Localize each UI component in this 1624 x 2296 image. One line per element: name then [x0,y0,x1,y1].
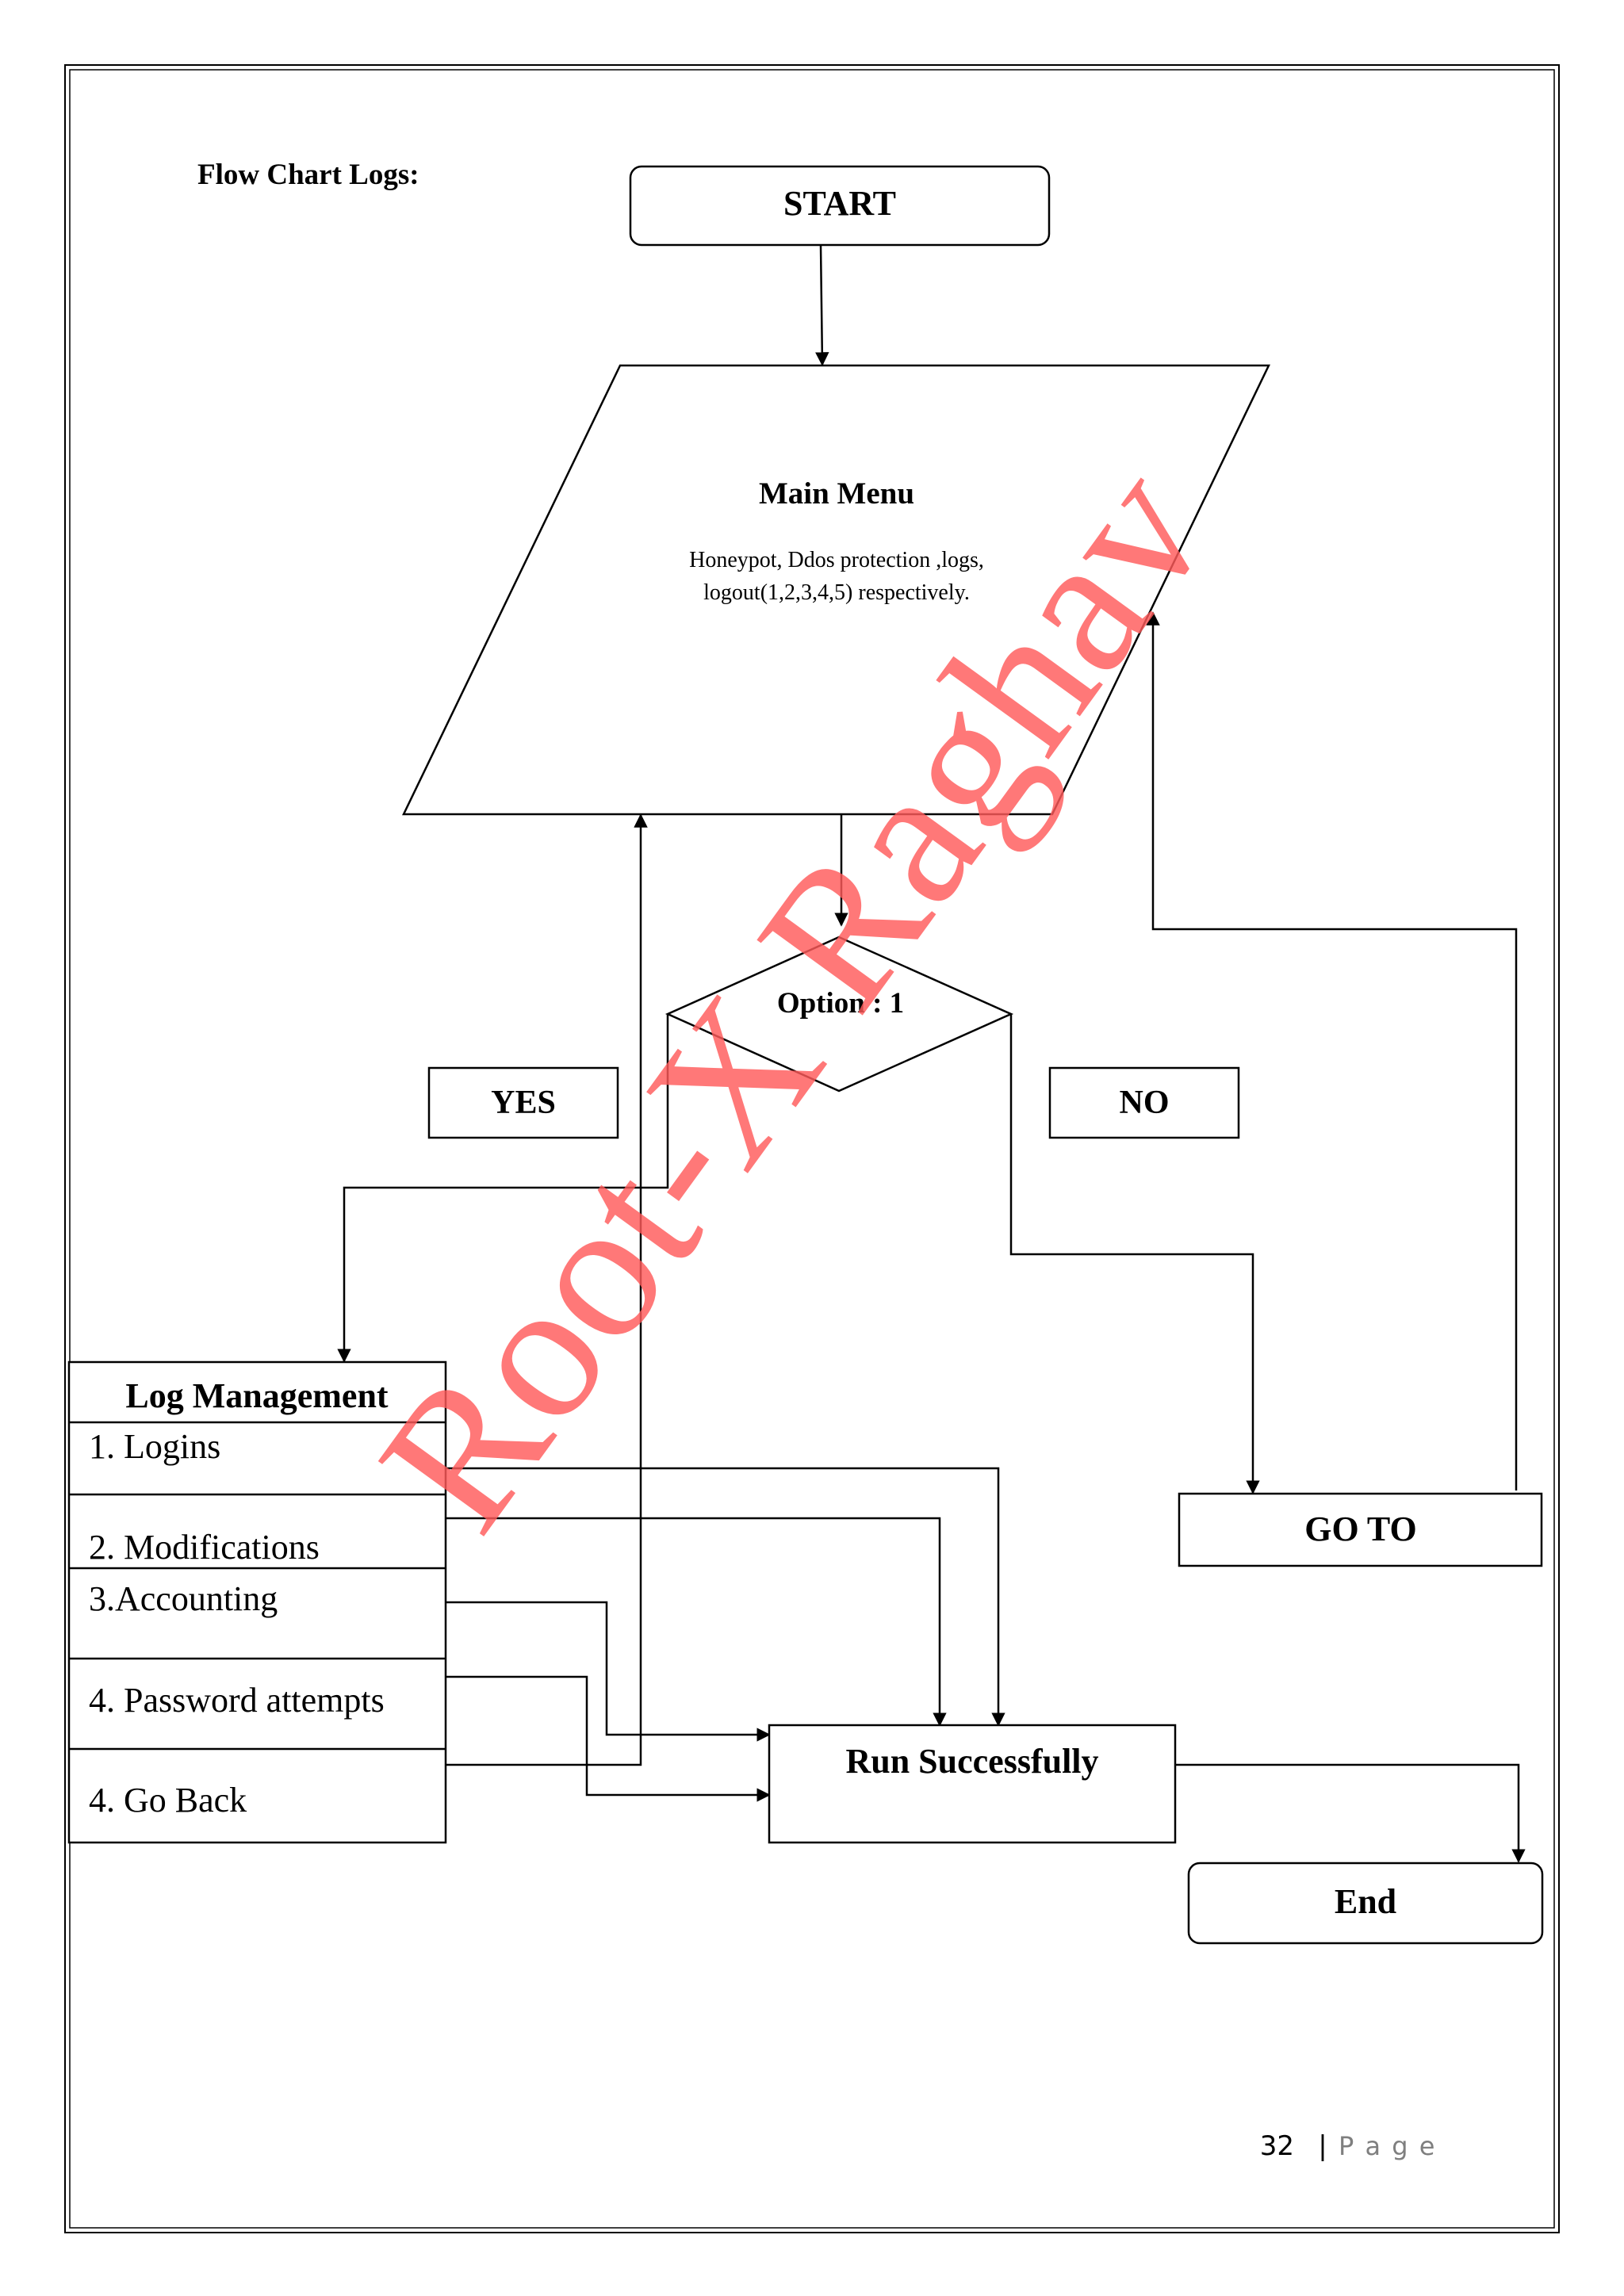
connector-goback-to-menu [446,813,648,1766]
log-management-block [67,1360,447,1844]
connector-modifications-to-run [446,1517,947,1727]
connector-no-to-goto [1009,1014,1260,1494]
connector-start-to-menu [815,244,829,366]
log-item-modifications: 2. Modifications [89,1528,320,1567]
run-successfully-label: Run Successfully [845,1742,1098,1781]
start-label: START [783,184,896,223]
connector-logins-to-run [446,1467,1005,1727]
end-label: End [1335,1882,1396,1921]
footer-page-word: P a g e [1339,2131,1436,2161]
connector-password-to-run [446,1675,771,1802]
no-label: NO [1120,1085,1170,1121]
option-decision [665,936,1014,1093]
log-item-logins: 1. Logins [89,1427,220,1466]
no-box [1048,1066,1240,1139]
connector-goto-to-menu [1146,611,1518,1490]
yes-label: YES [491,1085,556,1121]
run-successfully-box [768,1724,1177,1844]
goto-box [1178,1492,1543,1567]
log-item-go-back: 4. Go Back [89,1781,247,1820]
footer-page-number: 32 [1260,2130,1294,2162]
connector-yes-to-log-management [337,1014,669,1363]
log-item-accounting: 3.Accounting [89,1579,278,1618]
end-terminal [1187,1862,1544,1945]
page-border-inner [69,69,1555,2229]
log-item-password-attempts: 4. Password attempts [89,1681,385,1720]
decision-label: Option : 1 [777,987,904,1020]
main-menu-line2: logout(1,2,3,4,5) respectively. [703,580,970,605]
page-heading: Flow Chart Logs: [197,159,419,191]
main-menu-io [402,364,1270,816]
connector-accounting-to-run [446,1601,771,1742]
footer-separator: | [1318,2130,1327,2162]
start-terminal [629,165,1051,247]
log-management-title: Log Management [125,1376,389,1415]
main-menu-title: Main Menu [759,476,914,511]
goto-label: GO TO [1304,1510,1416,1548]
connector-run-to-end [1175,1763,1526,1863]
yes-box [427,1066,619,1139]
page-border-outer [64,64,1560,2233]
main-menu-line1: Honeypot, Ddos protection ,logs, [689,548,984,572]
